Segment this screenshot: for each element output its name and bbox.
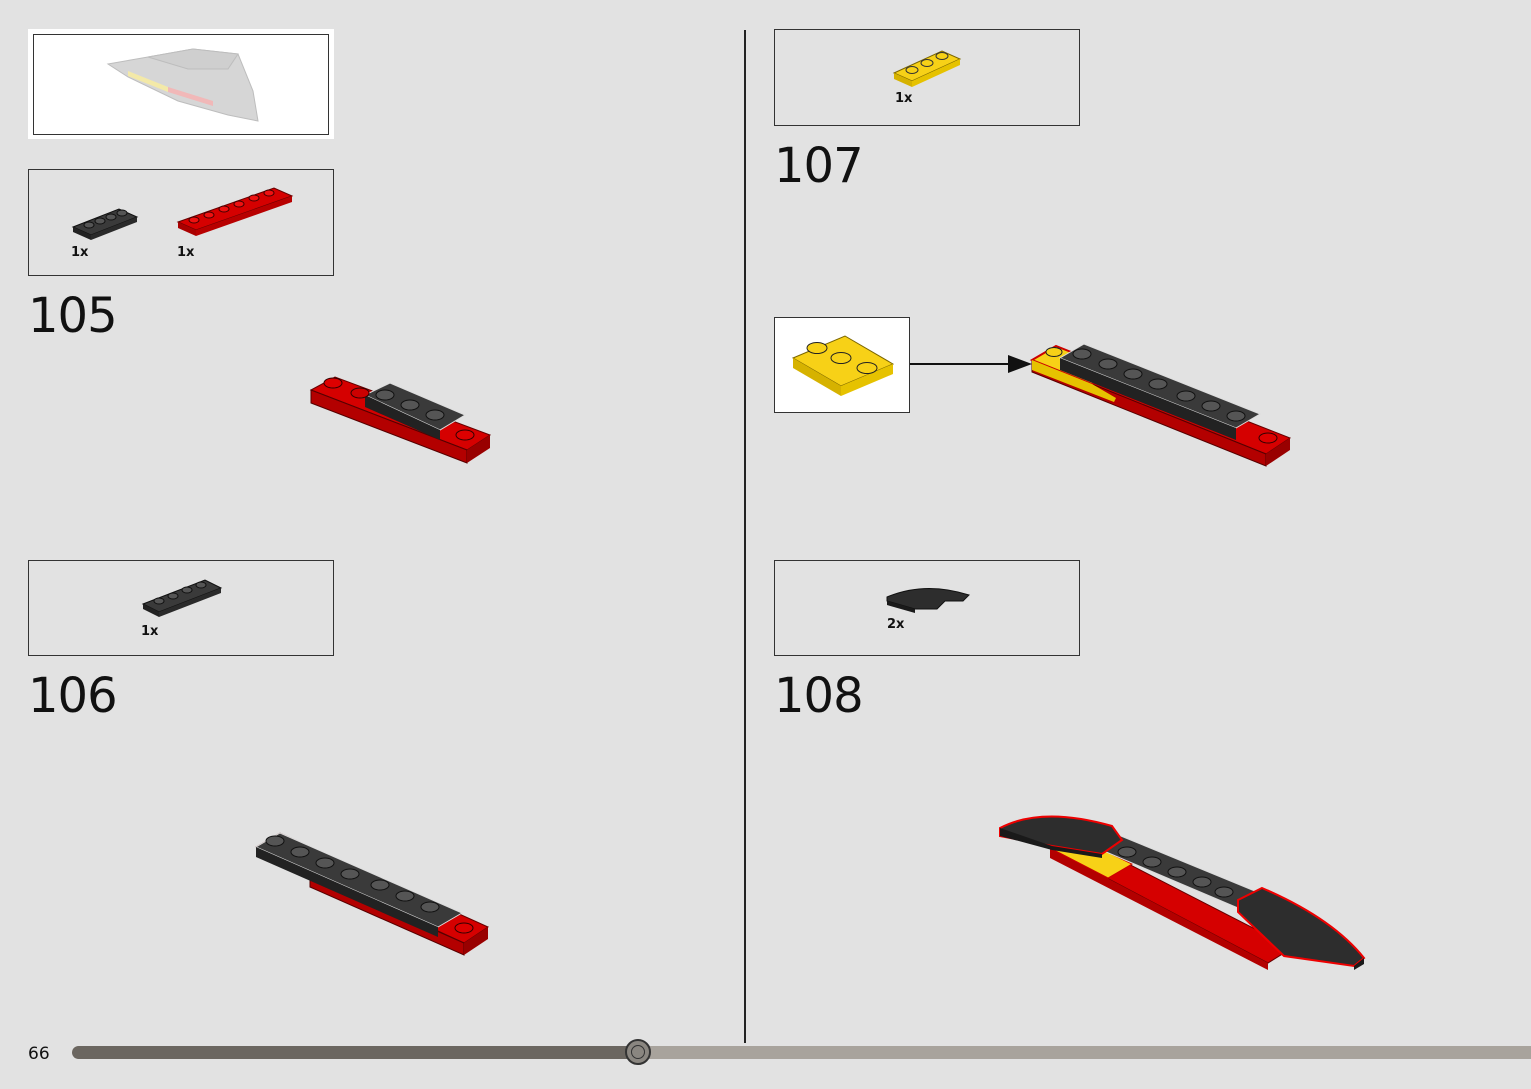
step-106-part-1-qty: 1x [141, 624, 159, 639]
step-105-parts-box: 1x 1x [28, 169, 334, 276]
submodel-overview-image [106, 48, 259, 122]
step-107-number: 107 [774, 138, 864, 194]
step-105-part-1-qty: 1x [71, 245, 89, 260]
step-107-part-1-qty: 1x [895, 91, 913, 106]
plate-1x3-yellow-zoom-icon [791, 335, 895, 396]
step-107-callout-zoom [774, 317, 910, 413]
progress-track [72, 1046, 1531, 1059]
submodel-overview-frame [28, 29, 334, 139]
step-106-parts-box: 1x [28, 560, 334, 656]
plate-1x3-yellow-icon [892, 50, 962, 87]
curved-slope-black-icon [886, 588, 970, 613]
progress-fill [72, 1046, 638, 1059]
step-108-parts-box: 2x [774, 560, 1080, 656]
page-number: 66 [28, 1044, 50, 1064]
step-106-number: 106 [28, 668, 118, 724]
step-108-number: 108 [774, 668, 864, 724]
step-106-assembly-image [254, 832, 490, 956]
step-105-assembly-image [309, 376, 492, 464]
step-105-number: 105 [28, 288, 118, 344]
progress-knob[interactable] [625, 1039, 651, 1065]
step-108-part-1-qty: 2x [887, 617, 905, 632]
step-108-assembly-image [999, 815, 1366, 970]
plate-1x6-red-icon [176, 187, 294, 236]
submodel-overview-inner-frame [33, 34, 329, 135]
step-107-arrow-icon [910, 355, 1032, 373]
step-107-parts-box: 1x [774, 29, 1080, 126]
page-divider [744, 30, 746, 1043]
plate-1x4-dark-gray-icon [71, 208, 139, 240]
plate-1x4-dark-gray-icon [141, 579, 223, 617]
step-107-assembly-image [1029, 343, 1292, 467]
step-105-part-2-qty: 1x [177, 245, 195, 260]
